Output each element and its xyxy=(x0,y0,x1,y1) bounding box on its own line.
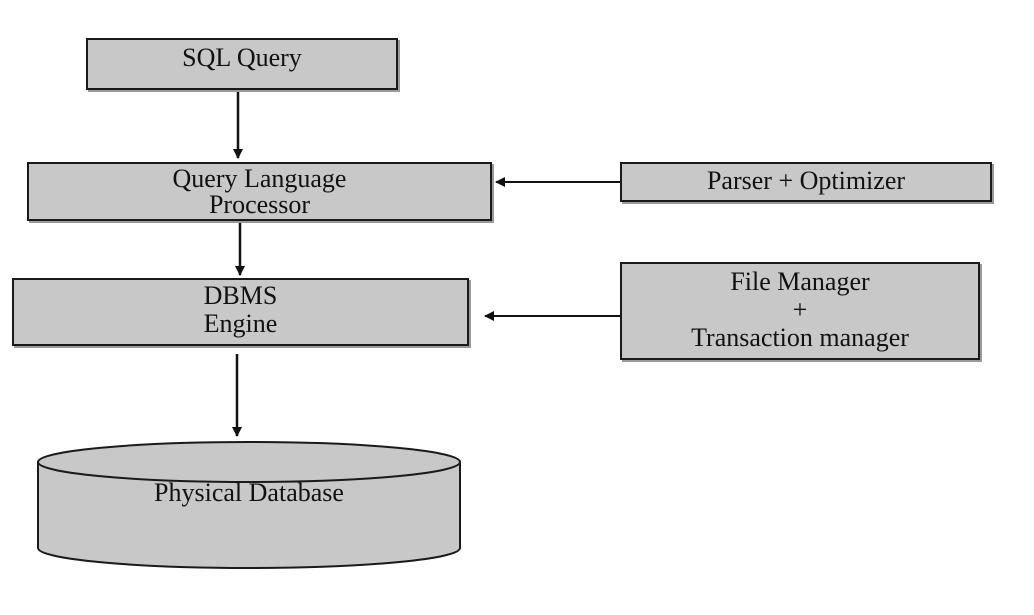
plus-label: + xyxy=(792,295,808,324)
dbms-engine-label-line-1: DBMS xyxy=(203,281,278,310)
query-language-processor-label-line-2: Processor xyxy=(208,190,311,219)
dbms-engine-box: DBMS Engine xyxy=(12,278,469,346)
physical-database-cylinder xyxy=(37,441,461,569)
sql-query-box: SQL Query xyxy=(86,38,398,90)
transaction-manager-label: Transaction manager xyxy=(691,323,909,352)
file-transaction-manager-box: File Manager + Transaction manager xyxy=(620,262,980,360)
query-language-processor-label-line-1: Query Language xyxy=(172,164,347,193)
dbms-engine-label-line-2: Engine xyxy=(203,309,278,338)
file-manager-label: File Manager xyxy=(730,267,870,296)
query-language-processor-box: Query Language Processor xyxy=(27,162,492,221)
physical-database-label: Physical Database xyxy=(154,478,344,507)
parser-optimizer-label: Parser + Optimizer xyxy=(706,166,906,195)
sql-query-label: SQL Query xyxy=(182,43,302,72)
parser-optimizer-box: Parser + Optimizer xyxy=(620,162,992,202)
